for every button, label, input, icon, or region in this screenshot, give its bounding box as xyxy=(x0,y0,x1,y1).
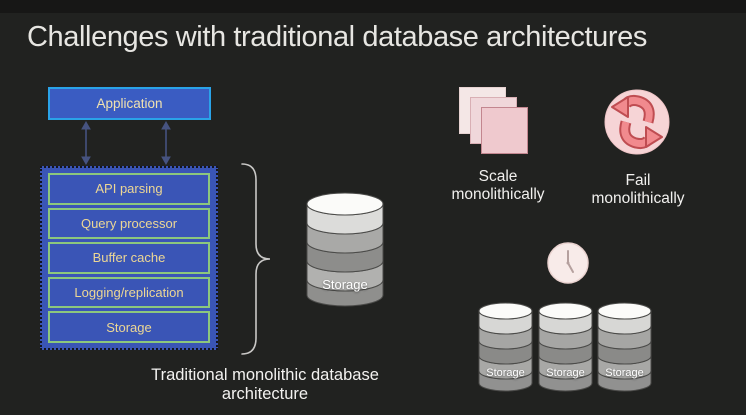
top-letterbox-bar xyxy=(0,0,746,13)
layer-label: API parsing xyxy=(95,181,163,197)
layer-label: Storage xyxy=(106,319,152,335)
monolith-box: API parsing Query processor Buffer cache… xyxy=(40,166,218,350)
square-front xyxy=(481,107,528,154)
database-cylinder-icon xyxy=(538,302,593,392)
storage-cylinder-1: Storage xyxy=(477,301,534,393)
sync-arrows-icon xyxy=(604,89,670,155)
bidirectional-arrows-icon xyxy=(81,120,171,166)
curly-brace-icon xyxy=(241,163,271,355)
storage-cylinder-label: Storage xyxy=(546,367,585,379)
database-cylinder-icon xyxy=(597,302,652,392)
clock-icon xyxy=(547,242,589,284)
slide-title: Challenges with traditional database arc… xyxy=(27,21,647,53)
monolith-layer-storage: Storage xyxy=(48,311,210,343)
storage-cylinder-label: Storage xyxy=(486,367,525,379)
stacked-squares-icon xyxy=(459,87,529,155)
database-cylinder-icon xyxy=(306,192,384,307)
layer-label: Logging/replication xyxy=(74,285,184,301)
database-cylinder-icon xyxy=(478,302,533,392)
storage-cylinder-3: Storage xyxy=(596,301,653,393)
scale-caption: Scale monolithically xyxy=(451,168,545,204)
monolith-layer-logging-replication: Logging/replication xyxy=(48,276,210,309)
application-label: Application xyxy=(96,96,163,111)
fail-caption: Fail monolithically xyxy=(591,172,685,208)
storage-cylinder-label: Storage xyxy=(605,367,644,379)
diagram-caption: Traditional monolithic database architec… xyxy=(151,366,379,403)
monolith-layer-query-processor: Query processor xyxy=(48,207,210,240)
layer-label: Query processor xyxy=(80,215,178,231)
storage-cylinder-2: Storage xyxy=(537,301,594,393)
storage-cylinder: Storage xyxy=(305,191,385,309)
monolith-layer-api-parsing: API parsing xyxy=(48,173,210,205)
application-box: Application xyxy=(48,87,211,120)
monolith-layer-buffer-cache: Buffer cache xyxy=(48,242,210,274)
storage-cylinder-label: Storage xyxy=(322,277,368,292)
layer-label: Buffer cache xyxy=(92,250,166,266)
